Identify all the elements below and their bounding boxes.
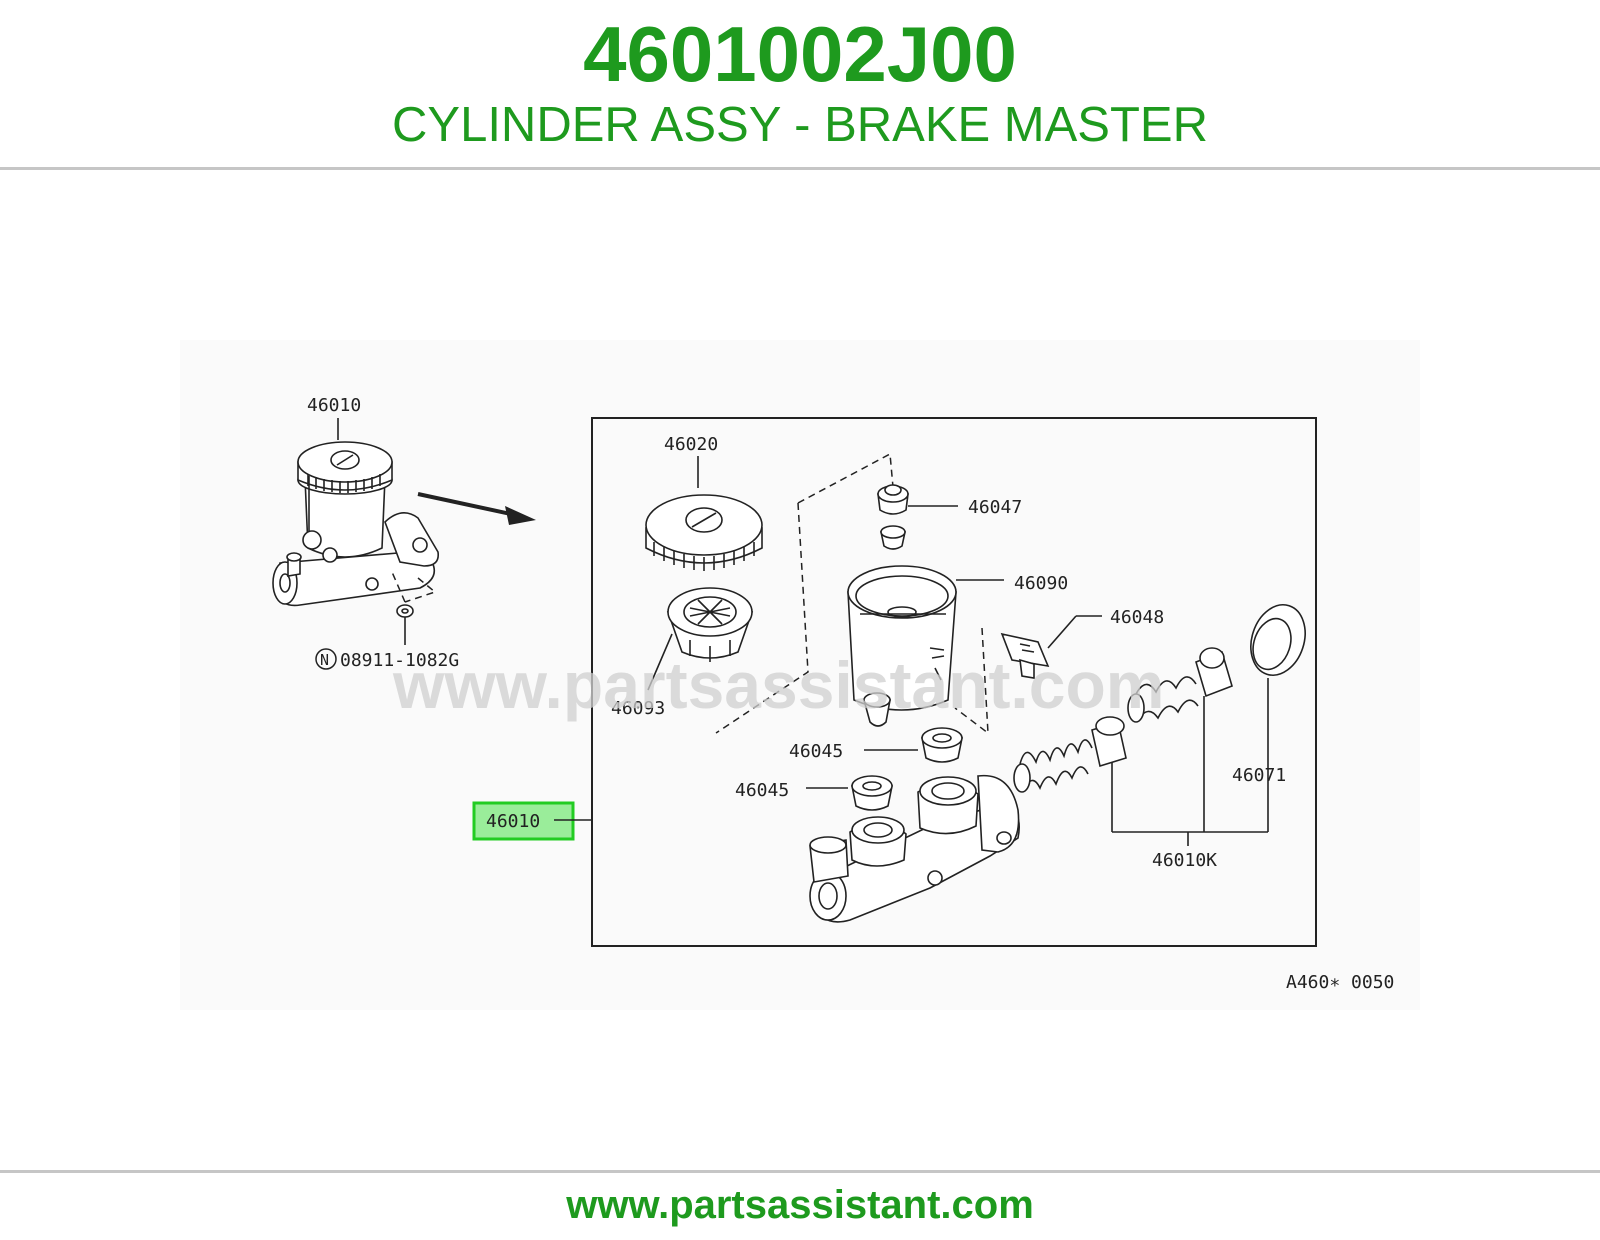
grommet-upper-part — [864, 727, 963, 763]
label-46071: 46071 — [1232, 765, 1286, 786]
highlight-box-46010[interactable] — [472, 801, 575, 841]
label-46093: 46093 — [611, 698, 665, 719]
part-description: CYLINDER ASSY - BRAKE MASTER — [392, 98, 1208, 152]
connector-pin-part — [1000, 615, 1102, 679]
label-08911-1082G: 08911-1082G — [340, 650, 459, 671]
label-46010-highlight: 46010 — [486, 811, 540, 832]
top-divider — [0, 167, 1600, 170]
label-46048: 46048 — [1110, 607, 1164, 628]
label-46047: 46047 — [968, 497, 1022, 518]
diagram-reference-code: A460∗ 0050 — [1286, 972, 1394, 993]
exploded-view-frame — [591, 417, 1317, 947]
seal-ring-part — [1250, 604, 1306, 676]
label-46010-top: 46010 — [307, 395, 361, 416]
grommet-lower-part — [806, 775, 893, 811]
piston-kit-part — [1013, 647, 1269, 846]
n-circle-icon — [315, 648, 337, 670]
label-46010K: 46010K — [1152, 850, 1217, 871]
watermark-text: www.partsassistant.com — [392, 648, 1164, 722]
reservoir-cap-part — [645, 456, 763, 571]
label-46045-lower: 46045 — [735, 780, 789, 801]
part-number-title: 4601002J00 — [583, 10, 1017, 98]
dashed-outline-reservoir — [715, 452, 989, 735]
master-cylinder-body-part — [809, 774, 1020, 923]
bottom-divider — [0, 1170, 1600, 1173]
circle-marker-n: N — [320, 651, 329, 669]
strainer-part — [647, 587, 754, 691]
reservoir-tank-part — [847, 565, 1004, 727]
label-46045-upper: 46045 — [789, 741, 843, 762]
page-header: 4601002J00 CYLINDER ASSY - BRAKE MASTER — [0, 0, 1600, 170]
footer-url-link[interactable]: www.partsassistant.com — [566, 1183, 1034, 1227]
label-46020: 46020 — [664, 434, 718, 455]
reservoir-grommet-part — [877, 484, 958, 550]
overview-assembly — [272, 418, 536, 645]
label-46090: 46090 — [1014, 573, 1068, 594]
